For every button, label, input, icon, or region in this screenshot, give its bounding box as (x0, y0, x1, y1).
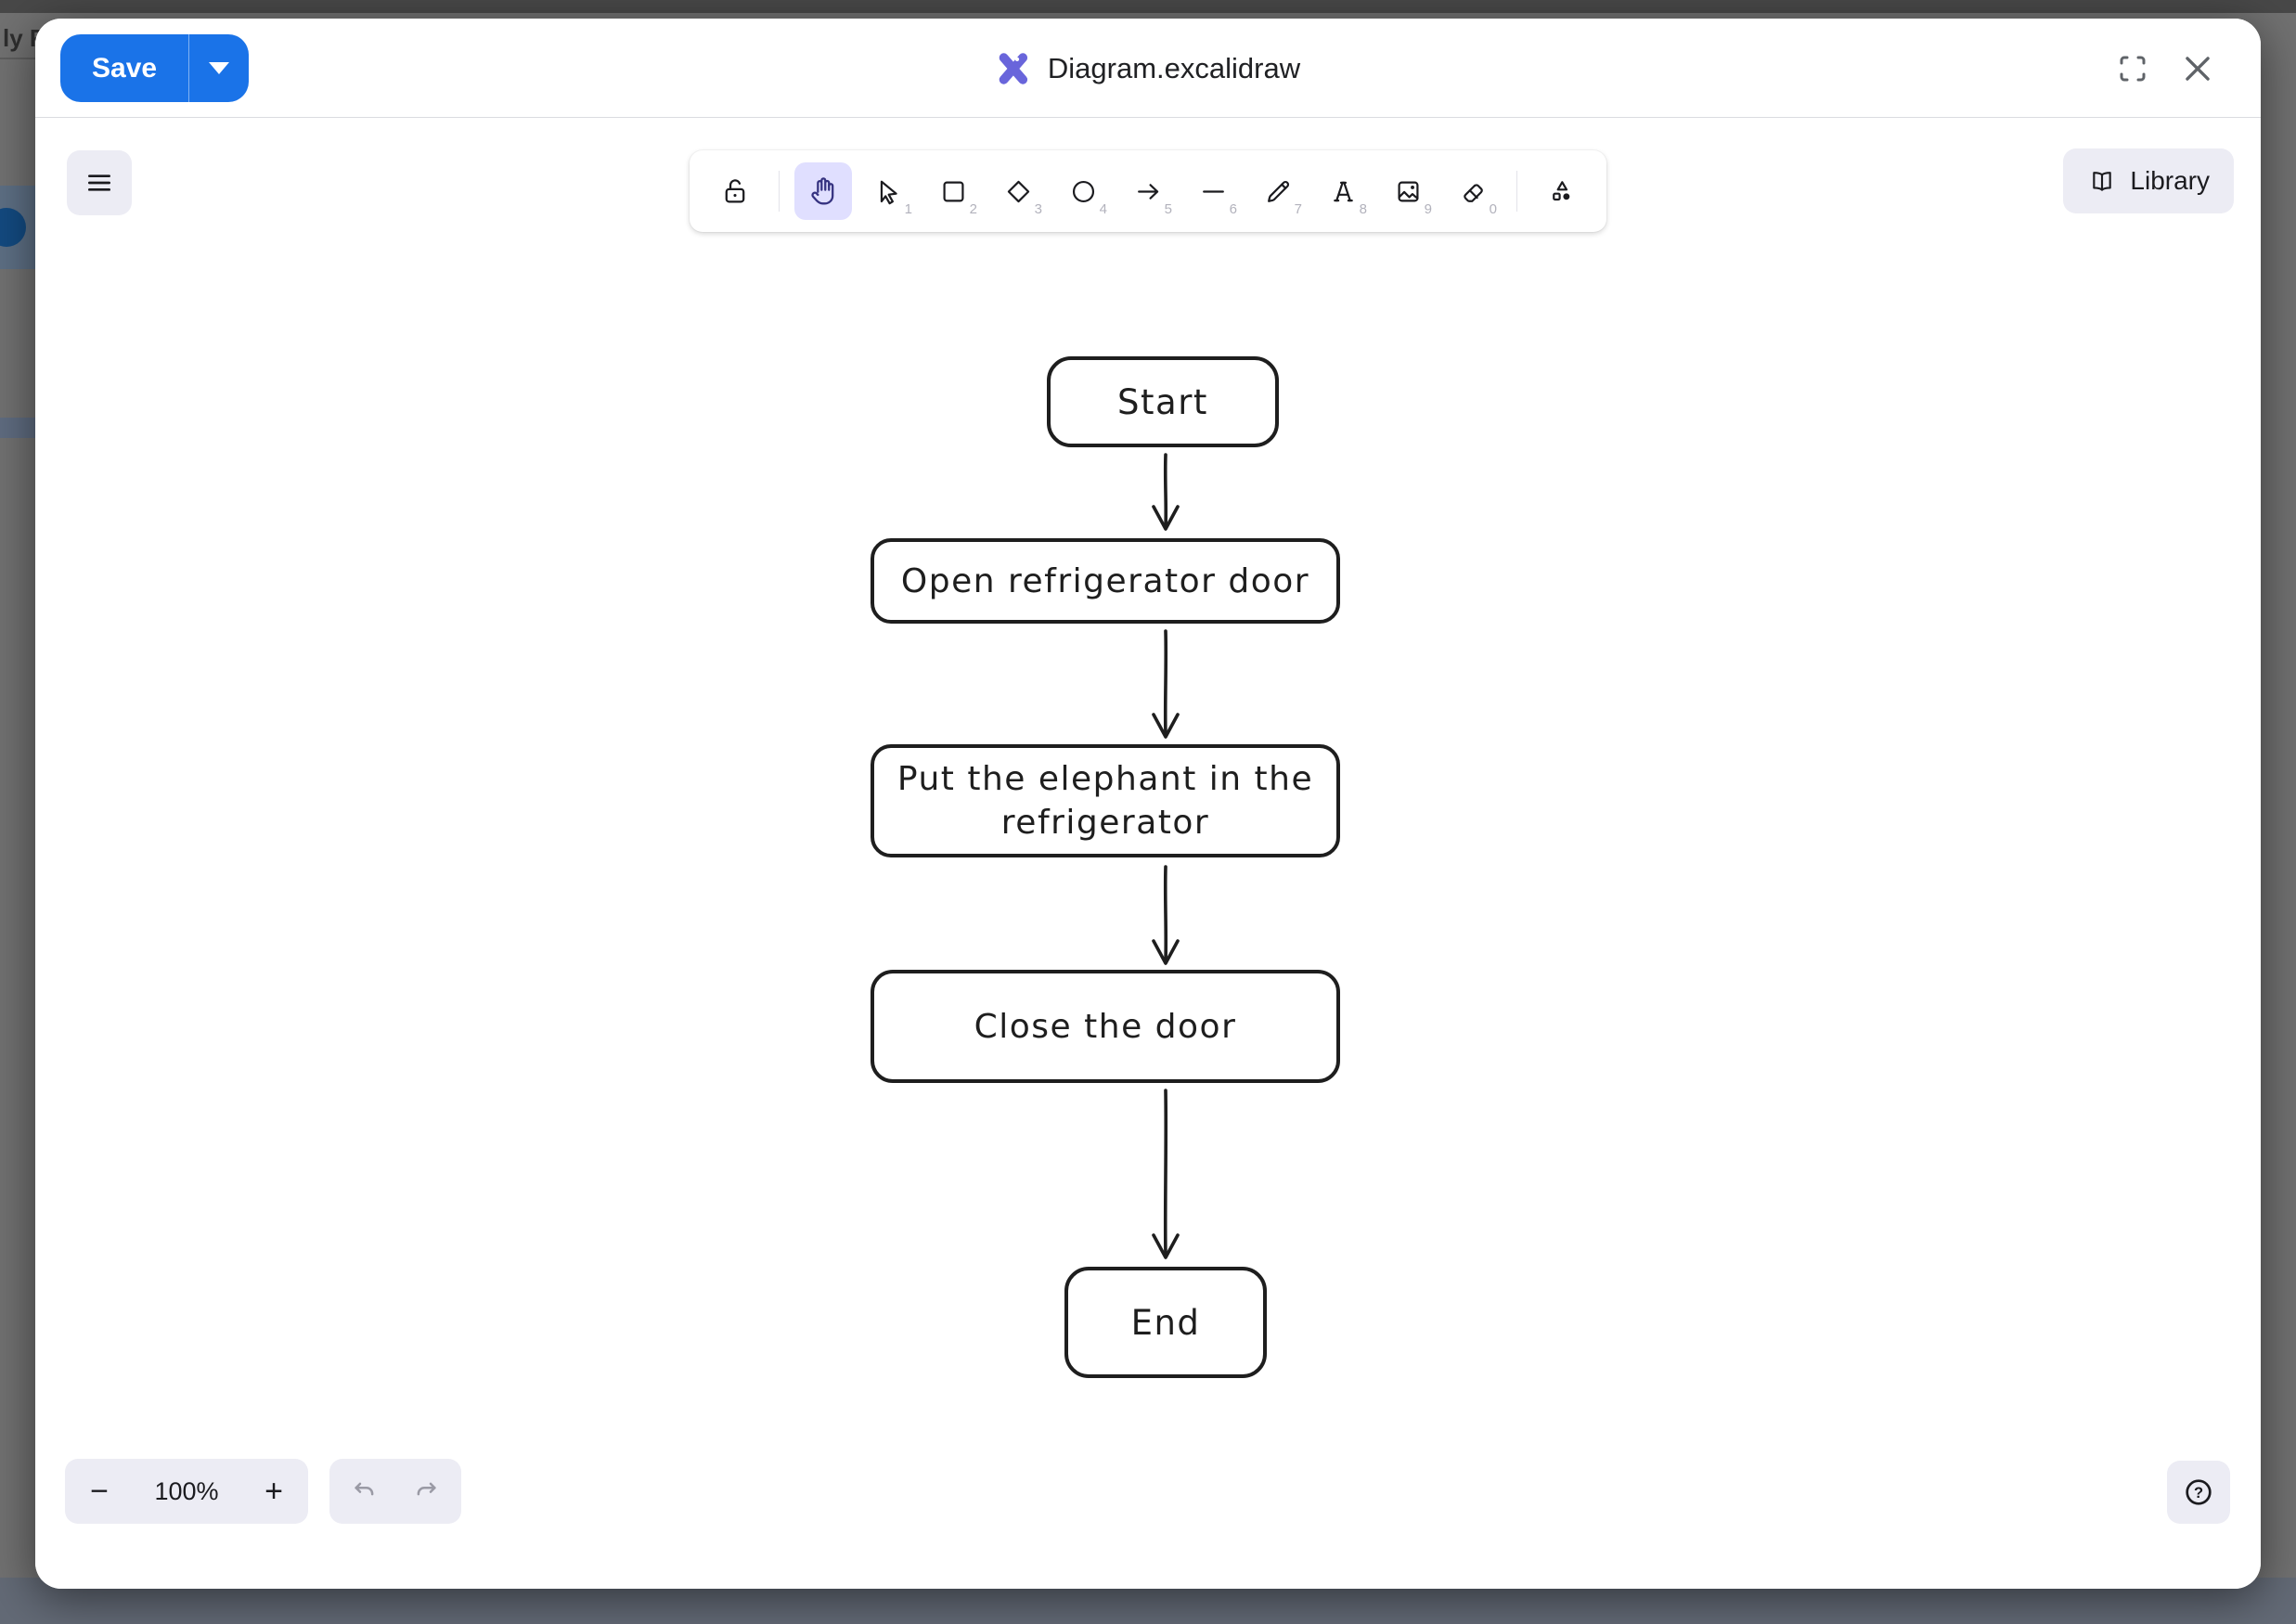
redo-button[interactable] (400, 1465, 452, 1517)
underlying-page-divider (0, 58, 35, 59)
minus-icon: − (90, 1473, 109, 1509)
undo-button[interactable] (339, 1465, 391, 1517)
tools-toolbar: 1 2 3 4 (690, 150, 1606, 232)
library-button-label: Library (2130, 166, 2210, 195)
svg-text:?: ? (2194, 1485, 2203, 1502)
underlying-page-avatar (0, 208, 26, 247)
toolbar-divider (1516, 171, 1517, 212)
redo-icon (417, 1482, 436, 1496)
hand-icon (811, 177, 834, 205)
flow-node-put-elephant[interactable]: Put the elephant in the refrigerator (871, 744, 1340, 857)
tool-shortcut: 0 (1489, 201, 1497, 217)
flow-node-start[interactable]: Start (1047, 356, 1279, 447)
caret-down-icon (209, 62, 230, 74)
tool-selection[interactable]: 1 (859, 162, 917, 220)
diamond-icon (1007, 180, 1029, 202)
lock-open-icon (725, 179, 745, 203)
save-split-button: Save (60, 34, 250, 102)
eraser-icon (1463, 183, 1483, 202)
zoom-out-button[interactable]: − (65, 1459, 134, 1524)
close-button[interactable] (2177, 48, 2218, 89)
tool-arrow[interactable]: 5 (1119, 162, 1177, 220)
flow-node-label: End (1130, 1302, 1201, 1343)
text-icon (1333, 181, 1353, 201)
save-options-button[interactable] (189, 34, 249, 102)
close-icon (2186, 57, 2210, 81)
tool-lock[interactable] (706, 162, 764, 220)
rectangle-icon (943, 181, 963, 201)
shapes-icon (1552, 180, 1569, 200)
save-button-label: Save (92, 52, 158, 84)
excalidraw-modal: Save Diagram.excalidraw (35, 19, 2261, 1589)
flow-arrow[interactable] (1138, 453, 1193, 533)
ellipse-icon (1072, 180, 1094, 202)
tool-shortcut: 3 (1034, 201, 1042, 217)
zoom-level[interactable]: 100% (154, 1476, 219, 1505)
flow-arrow[interactable] (1138, 865, 1193, 967)
flow-arrow[interactable] (1138, 1089, 1193, 1261)
tool-eraser[interactable]: 0 (1444, 162, 1502, 220)
flow-node-label: Start (1117, 381, 1208, 422)
zoom-widget: − 100% + (65, 1459, 308, 1524)
arrow-icon (1137, 183, 1158, 200)
flow-node-label: Close the door (974, 1007, 1237, 1046)
line-icon (1202, 189, 1224, 193)
flow-node-label: Put the elephant in the refrigerator (896, 760, 1314, 842)
underlying-page-row (0, 418, 35, 438)
fullscreen-button[interactable] (2112, 48, 2153, 89)
book-icon (2093, 172, 2112, 191)
tool-rectangle[interactable]: 2 (924, 162, 982, 220)
library-button[interactable]: Library (2063, 148, 2234, 213)
save-button-separator (188, 34, 190, 102)
flow-node-label: Open refrigerator door (900, 561, 1310, 600)
flow-node-close-door[interactable]: Close the door (871, 970, 1340, 1083)
flow-node-open-door[interactable]: Open refrigerator door (871, 538, 1340, 624)
tool-shortcut: 2 (969, 201, 977, 217)
tool-shortcut: 5 (1164, 201, 1172, 217)
undo-icon (355, 1482, 374, 1496)
tool-more-shapes[interactable] (1532, 162, 1590, 220)
tool-ellipse[interactable]: 4 (1054, 162, 1112, 220)
underlying-page-row (0, 186, 35, 269)
help-icon: ? (2186, 1479, 2212, 1505)
tool-diamond[interactable]: 3 (989, 162, 1047, 220)
flow-node-end[interactable]: End (1064, 1267, 1267, 1378)
pencil-icon (1267, 180, 1289, 202)
toolbar-divider (779, 171, 780, 212)
tool-draw[interactable]: 7 (1249, 162, 1307, 220)
tool-shortcut: 7 (1294, 201, 1302, 217)
flow-arrow[interactable] (1138, 629, 1193, 741)
document-title-group: Diagram.excalidraw (996, 19, 1300, 118)
fullscreen-icon (2120, 56, 2146, 82)
tool-text[interactable]: 8 (1314, 162, 1372, 220)
tool-line[interactable]: 6 (1184, 162, 1242, 220)
image-icon (1398, 181, 1418, 201)
excalidraw-logo (999, 52, 1028, 84)
modal-header: Save Diagram.excalidraw (35, 19, 2261, 118)
tool-hand[interactable] (794, 162, 852, 220)
save-button[interactable]: Save (60, 34, 188, 102)
tool-shortcut: 1 (904, 201, 912, 217)
help-button[interactable]: ? (2167, 1461, 2230, 1524)
tool-image[interactable]: 9 (1379, 162, 1437, 220)
document-title: Diagram.excalidraw (1047, 51, 1301, 84)
tool-shortcut: 4 (1099, 201, 1107, 217)
cursor-icon (880, 180, 897, 204)
underlying-page-topbar (0, 0, 2296, 13)
main-menu-button[interactable] (67, 150, 132, 215)
history-widget (329, 1459, 461, 1524)
zoom-in-button[interactable]: + (239, 1459, 308, 1524)
tool-shortcut: 9 (1424, 201, 1432, 217)
plus-icon: + (264, 1473, 283, 1509)
hamburger-menu-icon (88, 174, 110, 191)
tool-shortcut: 8 (1359, 201, 1367, 217)
tool-shortcut: 6 (1229, 201, 1237, 217)
excalidraw-canvas-area[interactable]: 1 2 3 4 (35, 119, 2261, 1589)
